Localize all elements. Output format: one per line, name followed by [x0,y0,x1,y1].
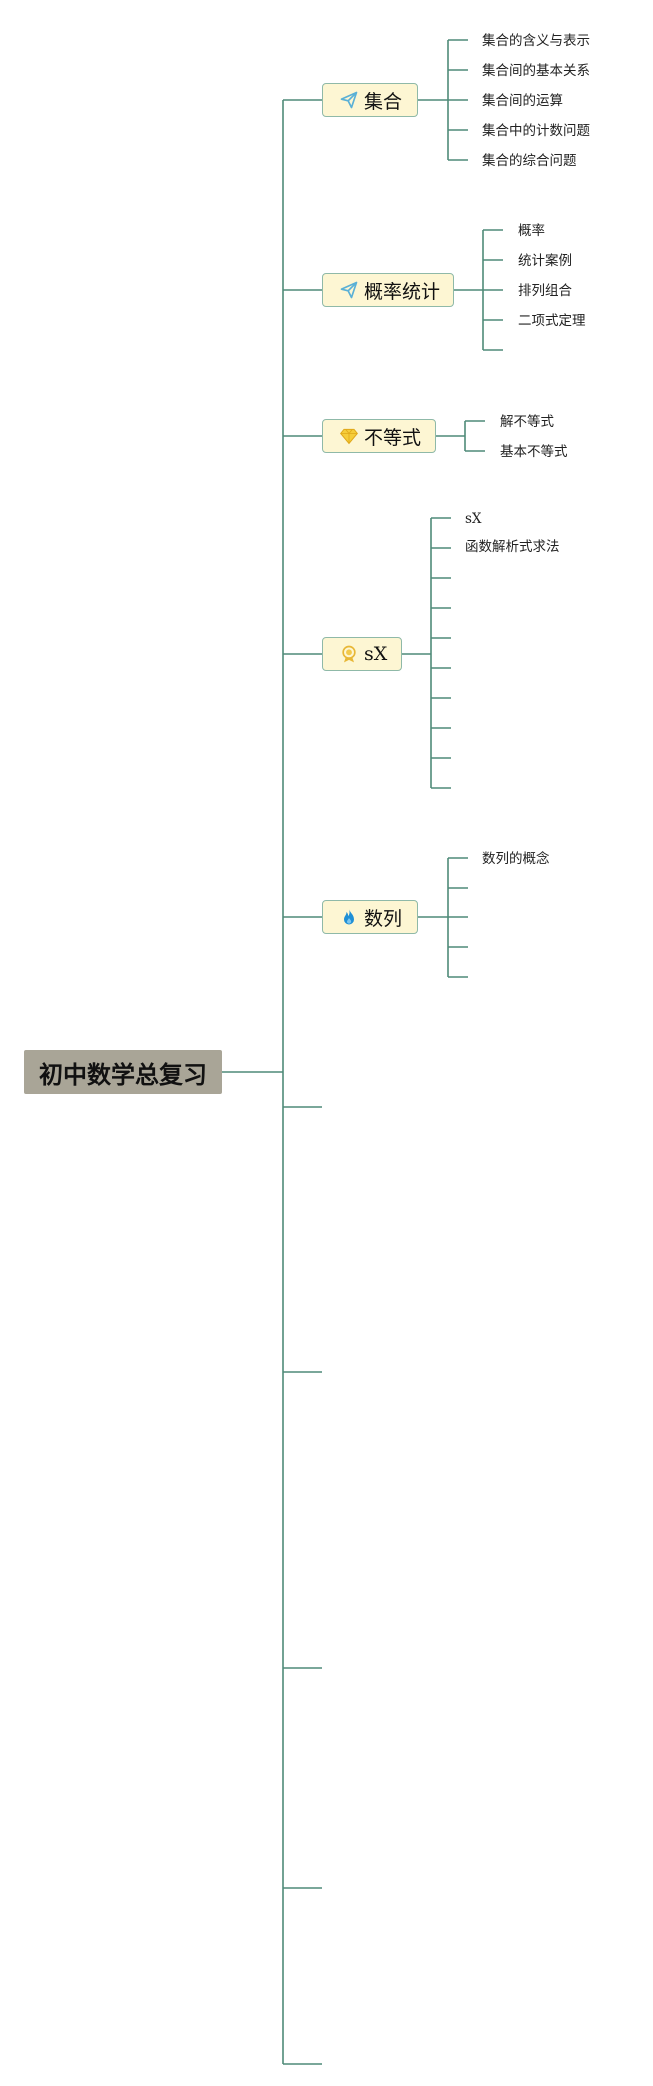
leaf-item[interactable]: 集合间的基本关系 [482,63,590,79]
branch-label: sX [364,643,388,665]
leaf-item[interactable]: 概率 [518,223,545,239]
flame-icon [339,907,359,927]
leaf-item[interactable]: 数列的概念 [482,851,550,867]
leaf-item[interactable]: sX [465,511,482,527]
branch-label: 集合 [364,90,403,113]
branch-node-shulie[interactable]: 数列 [322,900,418,934]
root-label: 初中数学总复习 [39,1060,207,1089]
branch-label: 概率统计 [364,280,441,303]
branch-node-jihe[interactable]: 集合 [322,83,418,117]
leaf-item[interactable]: 集合的含义与表示 [482,33,590,49]
leaf-item[interactable]: 集合间的运算 [482,93,563,109]
leaf-item[interactable]: 排列组合 [518,283,572,299]
branch-label: 不等式 [364,426,422,449]
branch-node-sx[interactable]: sX [322,637,402,671]
award-medal-icon [339,644,359,664]
leaf-item[interactable]: 解不等式 [500,414,554,430]
leaf-item[interactable]: 集合中的计数问题 [482,123,590,139]
paper-plane-icon [339,90,359,110]
branch-label: 数列 [364,907,403,930]
branch-node-gailvtongji[interactable]: 概率统计 [322,273,454,307]
paper-plane-icon [339,280,359,300]
branch-node-budengshi[interactable]: 不等式 [322,419,436,453]
leaf-item[interactable]: 函数解析式求法 [465,539,560,555]
gem-icon [339,426,359,446]
leaf-item[interactable]: 基本不等式 [500,444,568,460]
root-node[interactable]: 初中数学总复习 [24,1050,222,1094]
leaf-item[interactable]: 二项式定理 [518,313,586,329]
leaf-item[interactable]: 集合的综合问题 [482,153,577,169]
leaf-item[interactable]: 统计案例 [518,253,572,269]
